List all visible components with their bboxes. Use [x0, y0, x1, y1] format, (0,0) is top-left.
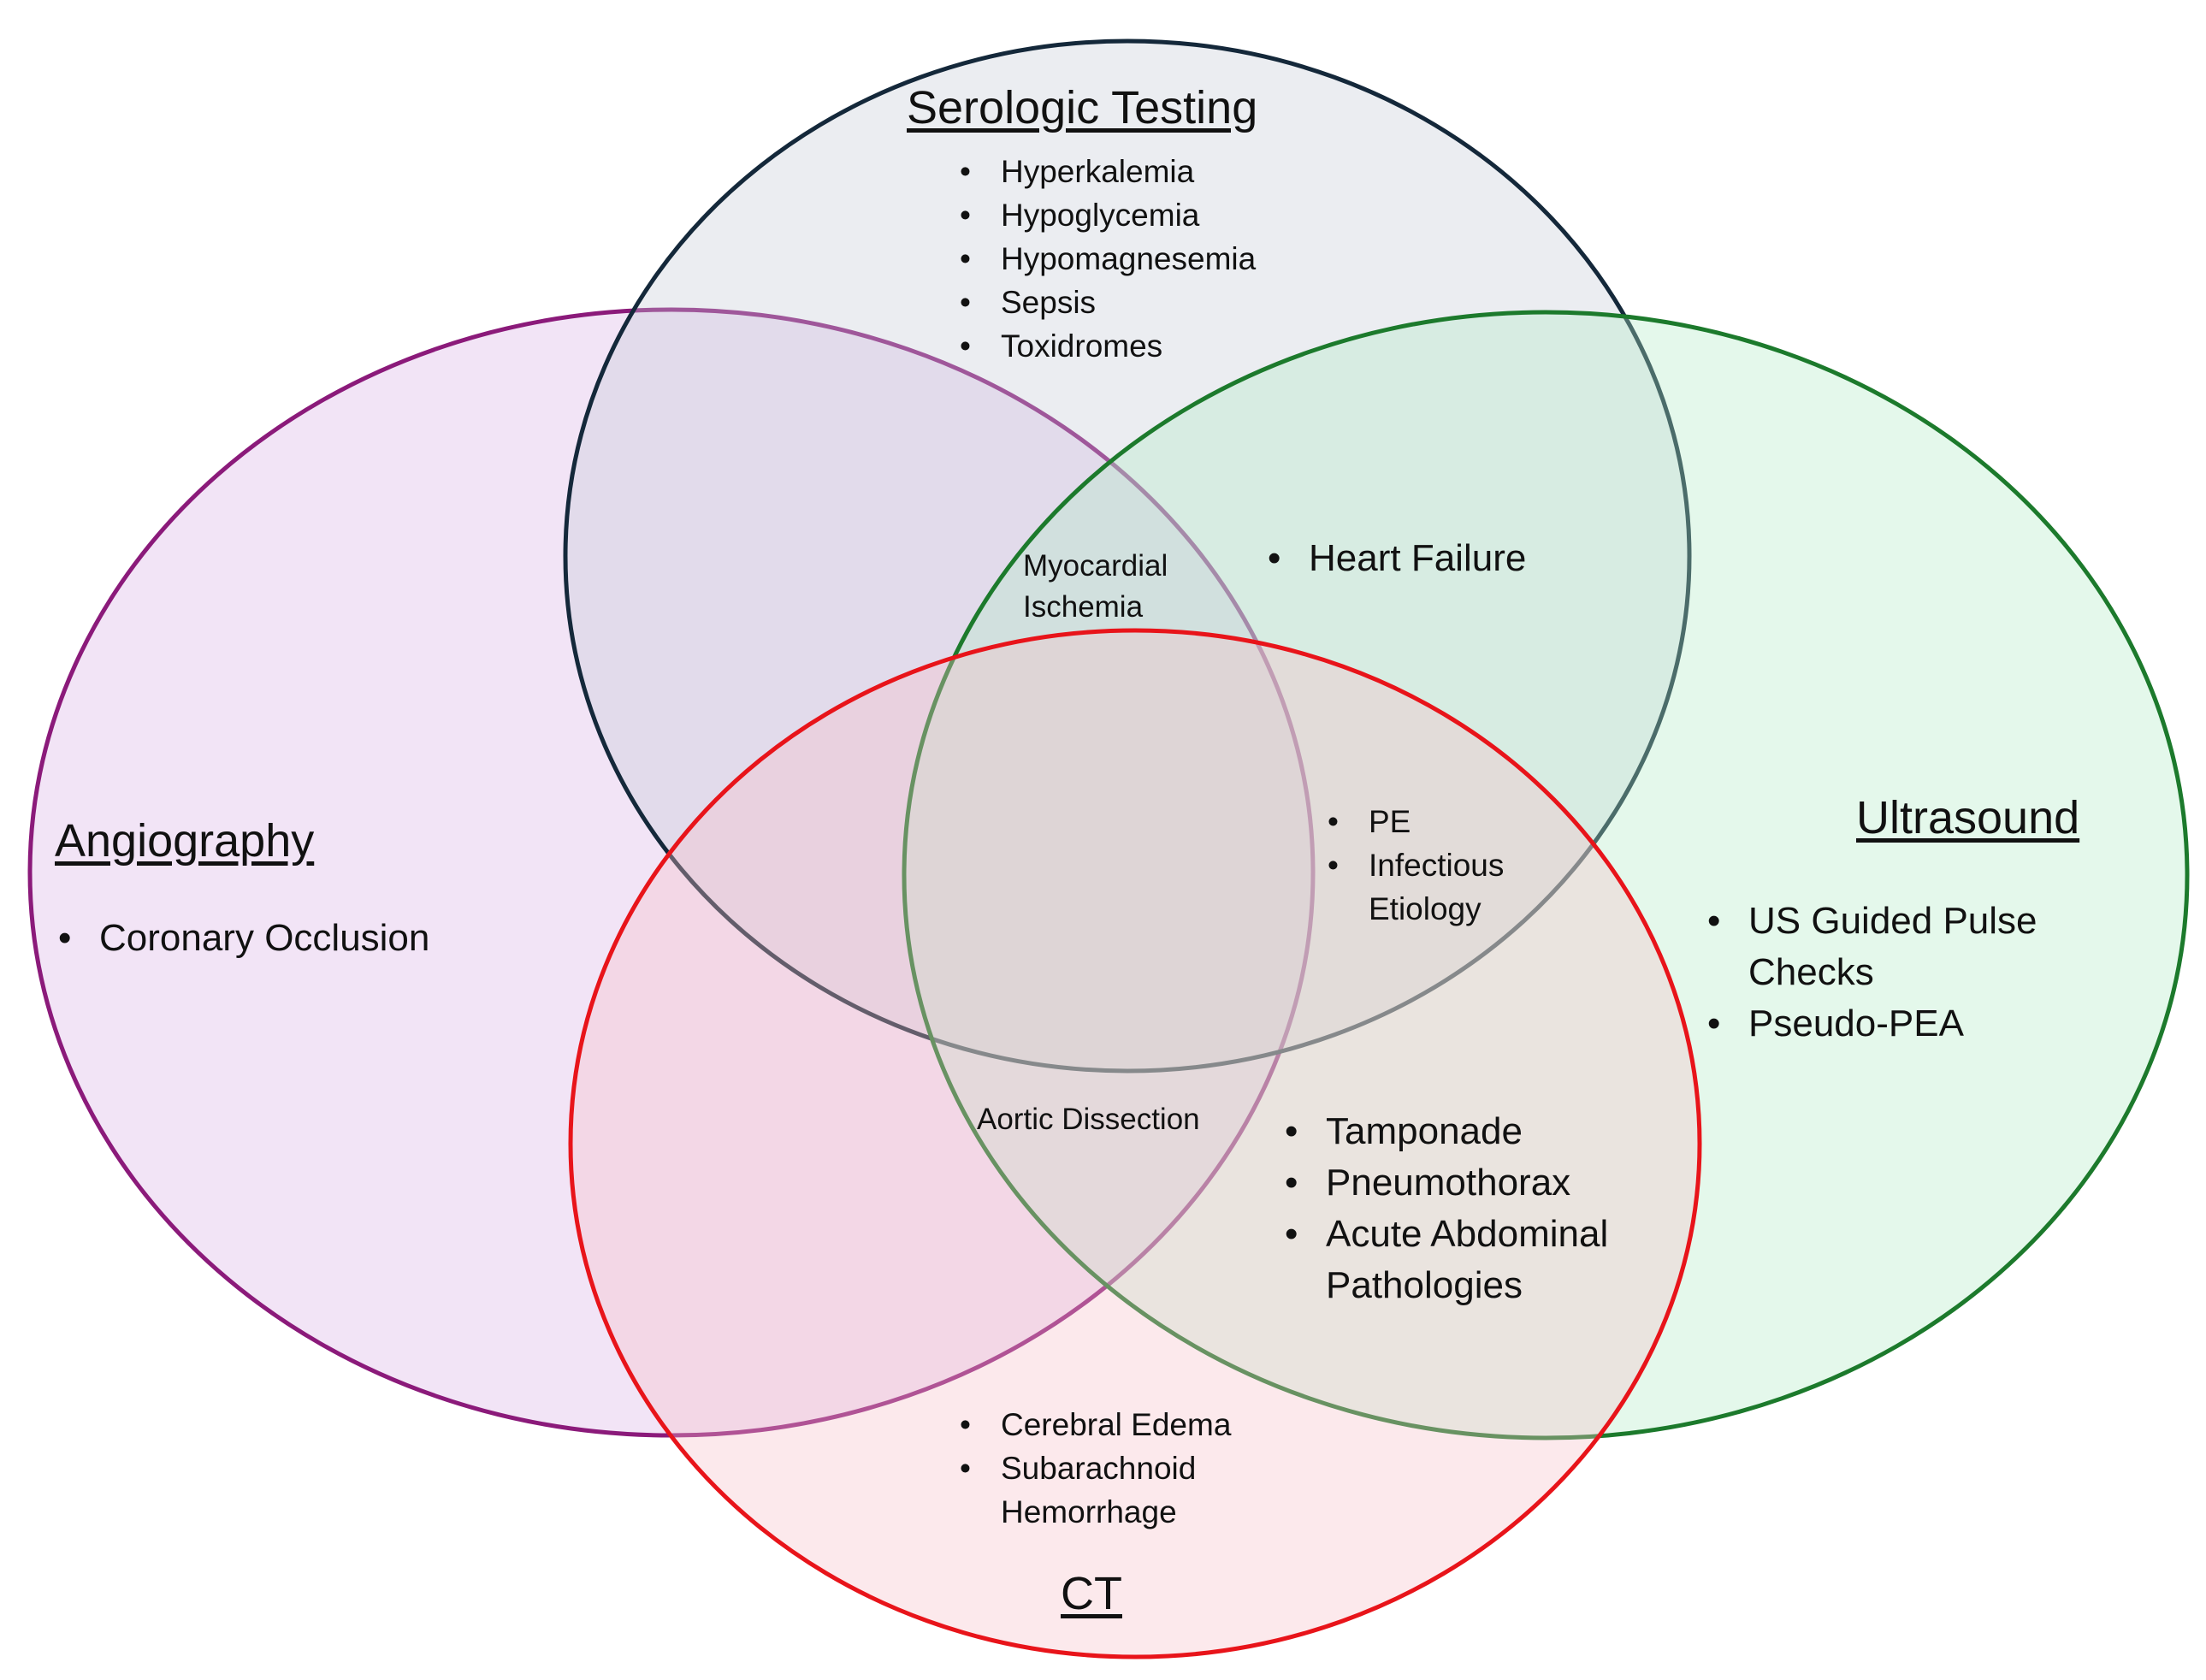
ct-title: CT	[1061, 1568, 1122, 1619]
angiography-title: Angiography	[55, 815, 315, 867]
list-item: Acute Abdominal Pathologies	[1285, 1209, 1618, 1311]
ultrasound-title: Ultrasound	[1856, 792, 2080, 843]
list-item: Heart Failure	[1268, 533, 1526, 584]
heart-failure-list: Heart Failure	[1268, 533, 1526, 584]
pe-infectious-list: PE Infectious Etiology	[1328, 800, 1533, 931]
serologic-list: Hyperkalemia Hypoglycemia Hypomagnesemia…	[960, 150, 1256, 368]
list-item: Pseudo-PEA	[1707, 998, 2084, 1050]
list-item: Subarachnoid Hemorrhage	[960, 1446, 1242, 1534]
list-item: PE	[1328, 800, 1533, 843]
serologic-title: Serologic Testing	[907, 82, 1258, 133]
list-item: Sepsis	[960, 281, 1256, 324]
myocardial-ischemia-label: Myocardial Ischemia	[1023, 549, 1168, 624]
list-item: Hypoglycemia	[960, 193, 1256, 237]
list-item: Infectious Etiology	[1328, 843, 1533, 931]
list-item: Toxidromes	[960, 324, 1256, 368]
angiography-list: Coronary Occlusion	[58, 913, 429, 964]
list-item: Tamponade	[1285, 1106, 1618, 1157]
us-ct-list: Tamponade Pneumothorax Acute Abdominal P…	[1285, 1106, 1618, 1311]
aortic-dissection-label: Aortic Dissection	[977, 1103, 1200, 1136]
ultrasound-circle	[902, 310, 2190, 1440]
list-item: Pneumothorax	[1285, 1157, 1618, 1209]
list-item: US Guided Pulse Checks	[1707, 896, 2084, 998]
list-item: Hyperkalemia	[960, 150, 1256, 193]
ct-list: Cerebral Edema Subarachnoid Hemorrhage	[960, 1403, 1242, 1534]
ultrasound-list: US Guided Pulse Checks Pseudo-PEA	[1707, 896, 2084, 1050]
list-item: Cerebral Edema	[960, 1403, 1242, 1446]
list-item: Hypomagnesemia	[960, 237, 1256, 281]
list-item: Coronary Occlusion	[58, 913, 429, 964]
